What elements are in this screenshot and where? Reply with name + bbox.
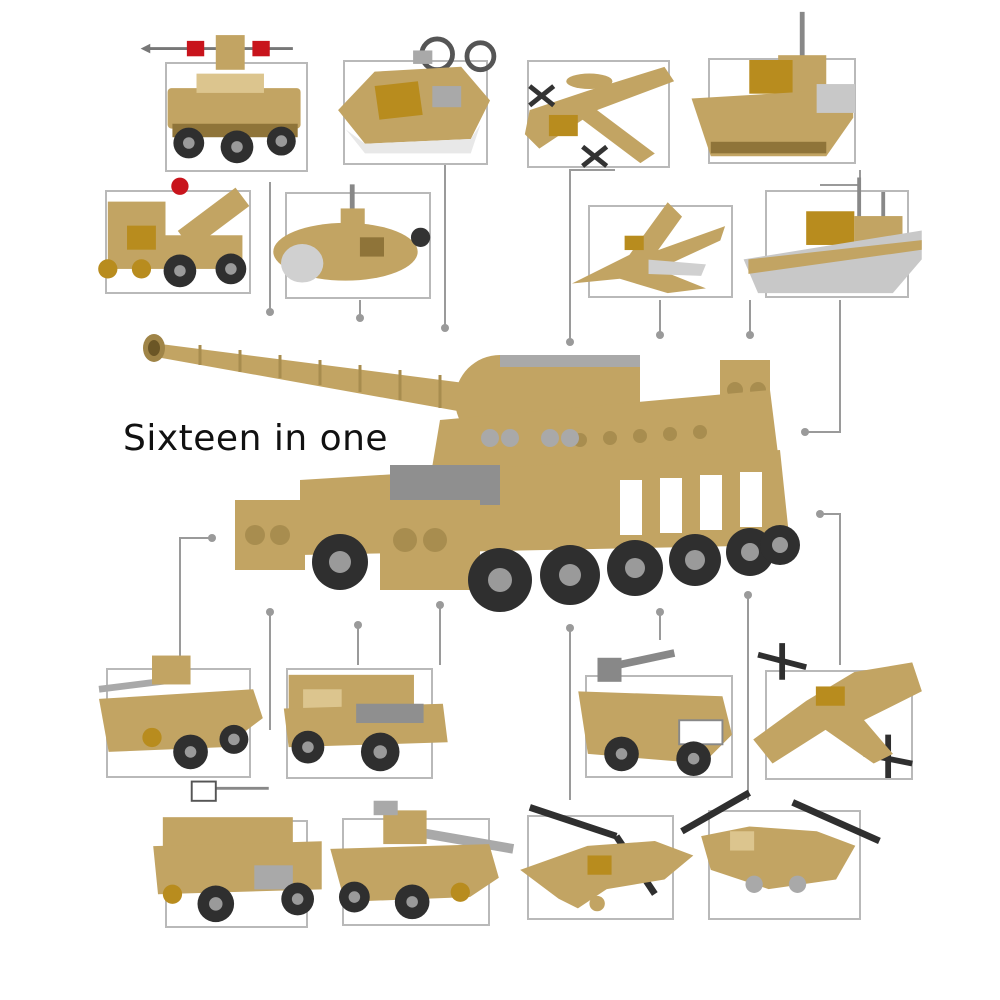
model-frame-destroyer: [743, 177, 922, 298]
model-frame-submarine: [273, 184, 431, 299]
model-frame-turret-jeep: [578, 649, 733, 778]
connector-line: [179, 537, 212, 660]
connector-dot: [566, 624, 574, 632]
connector-line: [569, 169, 615, 342]
light-tank-image: [330, 800, 515, 920]
connector-line: [820, 513, 841, 665]
missile-car-image: [140, 35, 301, 164]
connector-dot: [656, 608, 664, 616]
model-frame-attack-helicopter: [520, 804, 694, 920]
destroyer-image: [743, 177, 922, 294]
connector-dot: [436, 601, 444, 609]
connector-dot: [354, 621, 362, 629]
model-frame-transport-helicopter: [680, 789, 881, 920]
radar-plane-image: [524, 66, 675, 168]
battleship-image: [691, 11, 856, 157]
model-frame-fighter-jet: [571, 202, 733, 298]
rocket-truck-image: [98, 177, 250, 288]
model-frame-radar-plane: [524, 60, 675, 168]
connector-dot: [356, 314, 364, 322]
humvee-image: [283, 674, 448, 772]
headline-text: Sixteen in one: [123, 418, 389, 459]
attack-helicopter-image: [520, 804, 694, 912]
connector-dot: [744, 591, 752, 599]
connector-dot: [441, 324, 449, 332]
armored-car-image: [98, 655, 263, 770]
transport-helicopter-image: [680, 789, 881, 893]
hovercraft-image: [338, 36, 497, 154]
connector-dot: [816, 510, 824, 518]
connector-dot: [746, 331, 754, 339]
model-frame-battleship: [691, 11, 856, 164]
model-frame-rocket-truck: [98, 177, 251, 294]
connector-line: [805, 300, 841, 433]
model-frame-hovercraft: [338, 36, 497, 165]
model-frame-light-tank: [330, 800, 515, 926]
model-frame-humvee: [283, 668, 448, 779]
connector-line: [820, 170, 861, 186]
connector-dot: [208, 534, 216, 542]
tank-image: [143, 334, 800, 612]
model-frame-cargo-plane: [753, 643, 922, 780]
connector-dot: [656, 331, 664, 339]
cargo-plane-image: [753, 643, 922, 778]
submarine-image: [273, 184, 431, 283]
missile-jeep-image: [153, 780, 322, 923]
connector-dot: [801, 428, 809, 436]
connector-dot: [266, 308, 274, 316]
fighter-jet-image: [571, 202, 726, 294]
turret-jeep-image: [578, 649, 733, 776]
connector-line: [430, 159, 446, 328]
model-frame-armored-car: [98, 655, 263, 778]
connector-dot: [266, 608, 274, 616]
main-tank-model: [140, 330, 800, 620]
connector-dot: [566, 338, 574, 346]
model-frame-missile-car: [140, 35, 308, 172]
model-frame-missile-jeep: [153, 780, 322, 928]
